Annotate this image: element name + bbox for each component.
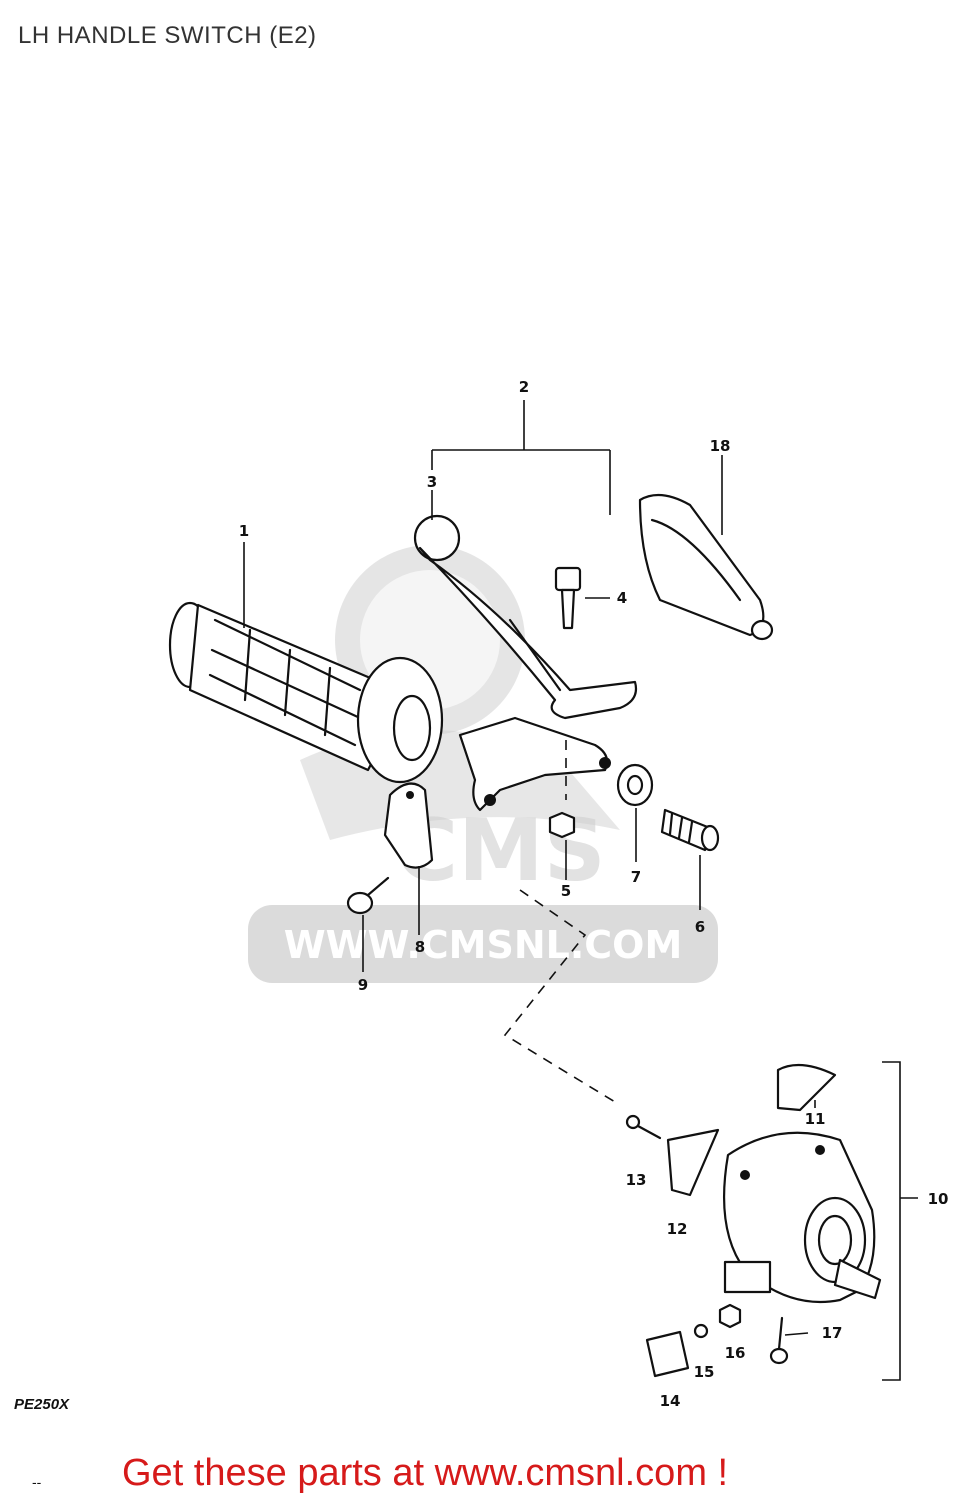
callout-5: 5 [561, 882, 571, 900]
callout-3: 3 [427, 473, 437, 491]
part-grip [168, 601, 444, 784]
part-switch-button [645, 1330, 690, 1378]
callout-9: 9 [358, 976, 368, 994]
callout-12: 12 [667, 1220, 688, 1238]
callout-13: 13 [626, 1171, 647, 1189]
callout-4: 4 [617, 589, 627, 607]
callout-15: 15 [694, 1363, 715, 1381]
footer-dash: -- [32, 1474, 42, 1490]
part-adjuster-nut [616, 763, 654, 807]
callout-7: 7 [631, 868, 641, 886]
watermark-url: WWW.CMSNL.COM [284, 923, 683, 967]
part-switch-knob-upper [776, 1063, 837, 1112]
callout-8: 8 [415, 938, 425, 956]
callout-18: 18 [710, 437, 731, 455]
part-clamp-screw [346, 876, 390, 915]
shop-link[interactable]: Get these parts at www.cmsnl.com ! [122, 1452, 729, 1494]
part-cable-adjuster [660, 808, 720, 852]
callout-6: 6 [695, 918, 705, 936]
part-spring [693, 1323, 709, 1339]
part-housing-screw [769, 1316, 789, 1365]
callout-10: 10 [928, 1190, 949, 1208]
part-lever [413, 514, 638, 720]
callout-14: 14 [660, 1392, 681, 1410]
part-pivot-bolt [554, 566, 582, 630]
part-switch-assembly [723, 1131, 882, 1304]
part-knob-screw [625, 1114, 662, 1140]
part-nut [548, 811, 576, 839]
callout-2: 2 [519, 378, 529, 396]
callout-16: 16 [725, 1344, 746, 1362]
part-switch-knob-lower [666, 1128, 720, 1197]
part-ball [718, 1303, 742, 1329]
page-title: LH HANDLE SWITCH (E2) [18, 22, 317, 49]
model-code: PE250X [14, 1396, 70, 1413]
callout-1: 1 [239, 522, 249, 540]
leader-lines [243, 400, 918, 1381]
part-clamp [383, 782, 434, 869]
callout-labels: 1 2 3 4 5 6 7 8 9 10 11 12 13 14 15 16 1… [239, 378, 949, 1410]
callout-17: 17 [822, 1324, 843, 1342]
part-lever-cover [638, 493, 774, 641]
part-lever-bracket [458, 716, 611, 812]
callout-11: 11 [805, 1110, 826, 1128]
